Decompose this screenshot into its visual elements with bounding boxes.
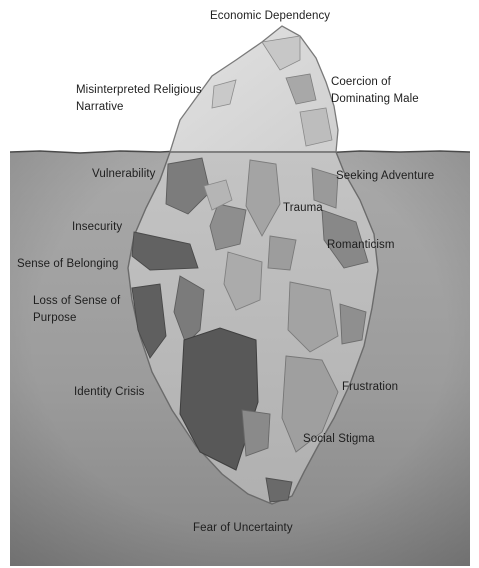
label-vulnerability: Vulnerability xyxy=(92,166,156,183)
label-trauma: Trauma xyxy=(283,200,323,217)
ice-shard xyxy=(210,204,246,250)
ice-shard xyxy=(242,410,270,456)
label-insecurity: Insecurity xyxy=(72,219,122,236)
label-misinterpreted-religious-narrative: Misinterpreted Religious Narrative xyxy=(76,82,226,115)
label-sense-of-belonging: Sense of Belonging xyxy=(17,256,119,273)
ice-shard xyxy=(266,478,292,502)
label-fear-of-uncertainty: Fear of Uncertainty xyxy=(193,520,293,537)
label-social-stigma: Social Stigma xyxy=(303,431,375,448)
tip-facet xyxy=(300,108,332,146)
label-frustration: Frustration xyxy=(342,379,398,396)
label-seeking-adventure: Seeking Adventure xyxy=(336,168,434,185)
label-identity-crisis: Identity Crisis xyxy=(74,384,145,401)
label-loss-of-sense-of-purpose: Loss of Sense of Purpose xyxy=(33,293,145,326)
label-coercion-of-dominating-male: Coercion of Dominating Male xyxy=(331,74,443,107)
label-economic-dependency: Economic Dependency xyxy=(210,8,330,25)
label-romanticism: Romanticism xyxy=(327,237,395,254)
